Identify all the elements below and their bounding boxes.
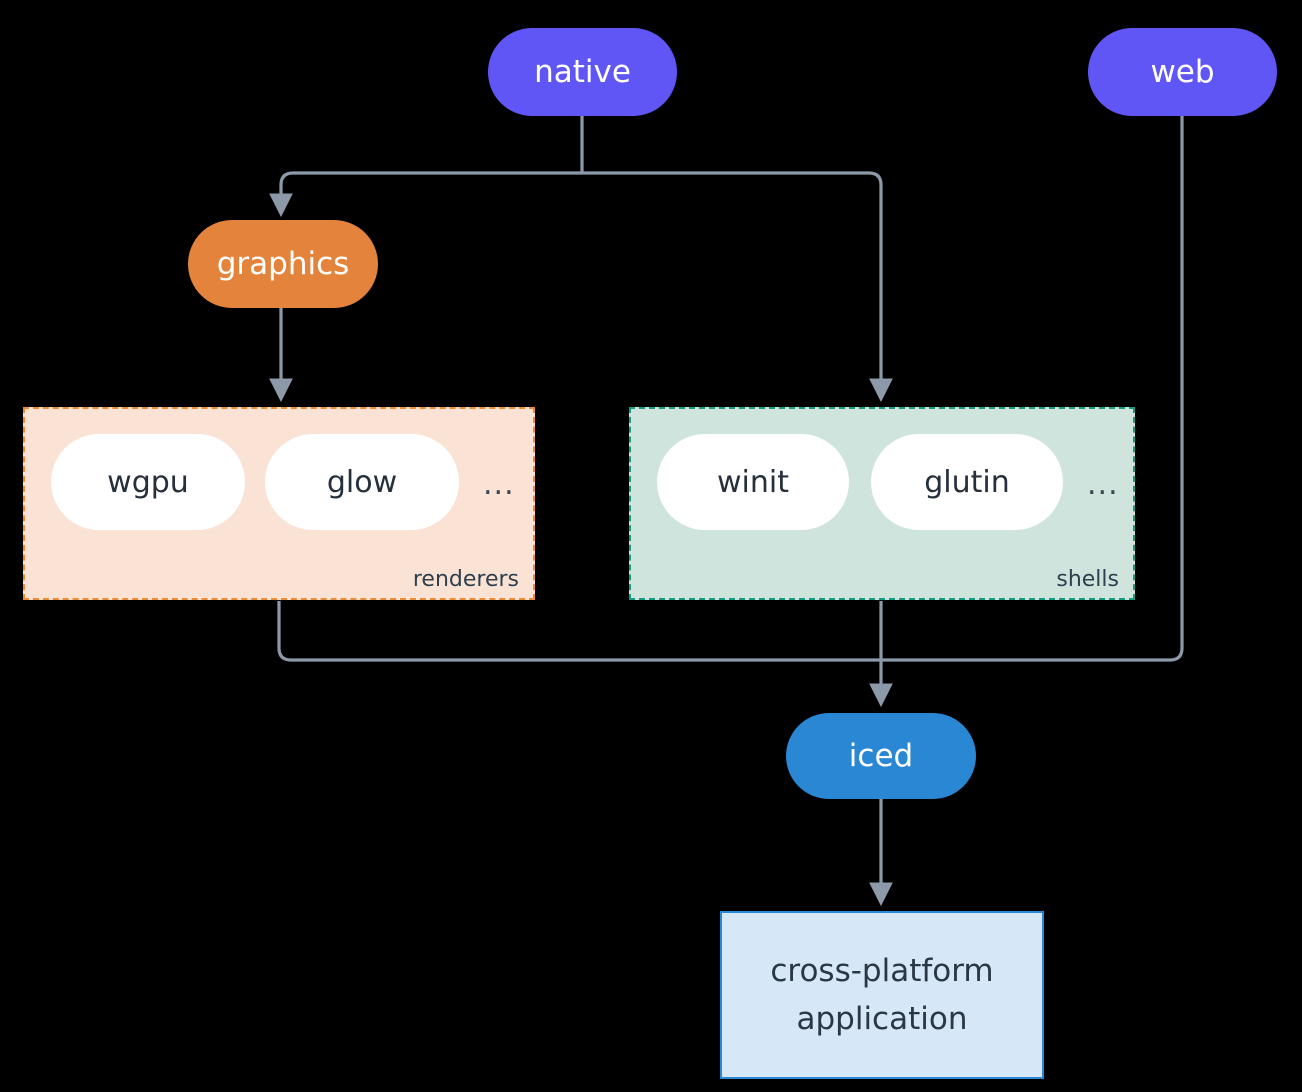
chip-wgpu-label: wgpu bbox=[107, 464, 189, 500]
chip-wgpu[interactable]: wgpu bbox=[51, 434, 245, 530]
node-iced[interactable]: iced bbox=[786, 713, 976, 799]
edge-native-to-graphics bbox=[269, 171, 582, 218]
node-web[interactable]: web bbox=[1088, 28, 1277, 116]
node-iced-label: iced bbox=[848, 737, 914, 774]
renderers-overflow-ellipsis: ... bbox=[483, 467, 515, 502]
chip-winit-label: winit bbox=[717, 464, 789, 500]
chip-glutin-label: glutin bbox=[924, 464, 1010, 500]
group-shells-label: shells bbox=[1056, 567, 1119, 592]
chip-glutin[interactable]: glutin bbox=[871, 434, 1063, 530]
edge-native-to-shells bbox=[582, 171, 893, 403]
edge-renderers-to-iced bbox=[277, 601, 881, 662]
node-graphics-label: graphics bbox=[216, 245, 350, 282]
chip-glow[interactable]: glow bbox=[265, 434, 459, 530]
shells-overflow-ellipsis: ... bbox=[1087, 467, 1119, 502]
node-graphics[interactable]: graphics bbox=[188, 220, 378, 308]
node-web-label: web bbox=[1150, 53, 1215, 90]
group-shells: winit glutin ... shells bbox=[629, 407, 1135, 600]
application-label-line2: application bbox=[796, 1001, 968, 1037]
node-native[interactable]: native bbox=[488, 28, 677, 116]
chip-winit[interactable]: winit bbox=[657, 434, 849, 530]
group-renderers: wgpu glow ... renderers bbox=[23, 407, 535, 600]
group-renderers-label: renderers bbox=[412, 567, 519, 592]
node-native-label: native bbox=[534, 53, 631, 90]
node-cross-platform-application[interactable]: cross-platform application bbox=[720, 911, 1044, 1079]
application-label-line1: cross-platform bbox=[770, 952, 994, 989]
chip-glow-label: glow bbox=[326, 464, 398, 500]
